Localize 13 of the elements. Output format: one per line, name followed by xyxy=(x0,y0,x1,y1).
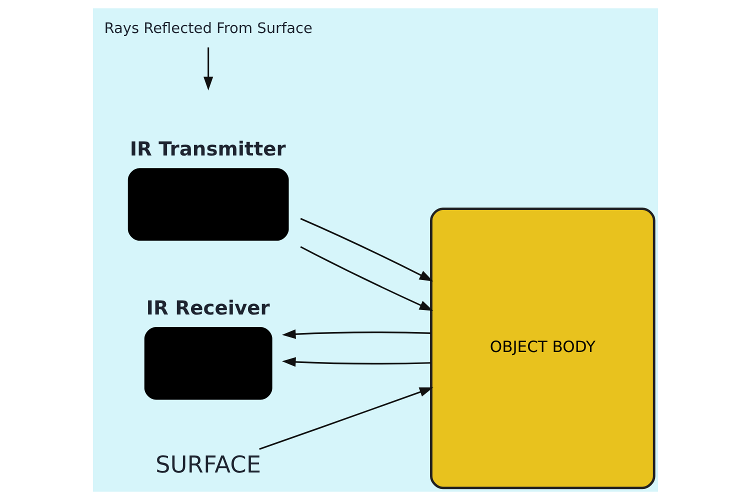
node-label: IR Receiver xyxy=(146,296,270,320)
node-box xyxy=(127,168,288,241)
node-text: SURFACE xyxy=(155,452,261,479)
node-box: OBJECT BODY xyxy=(430,208,655,490)
node-text: Rays Reflected From Surface xyxy=(104,20,312,37)
node-label: IR Transmitter xyxy=(129,138,286,161)
arrow xyxy=(300,246,433,311)
arrow xyxy=(281,329,431,339)
node-box xyxy=(144,327,272,400)
arrow xyxy=(281,357,431,367)
arrow xyxy=(203,47,213,91)
arrow xyxy=(258,387,433,450)
arrow xyxy=(300,218,433,282)
